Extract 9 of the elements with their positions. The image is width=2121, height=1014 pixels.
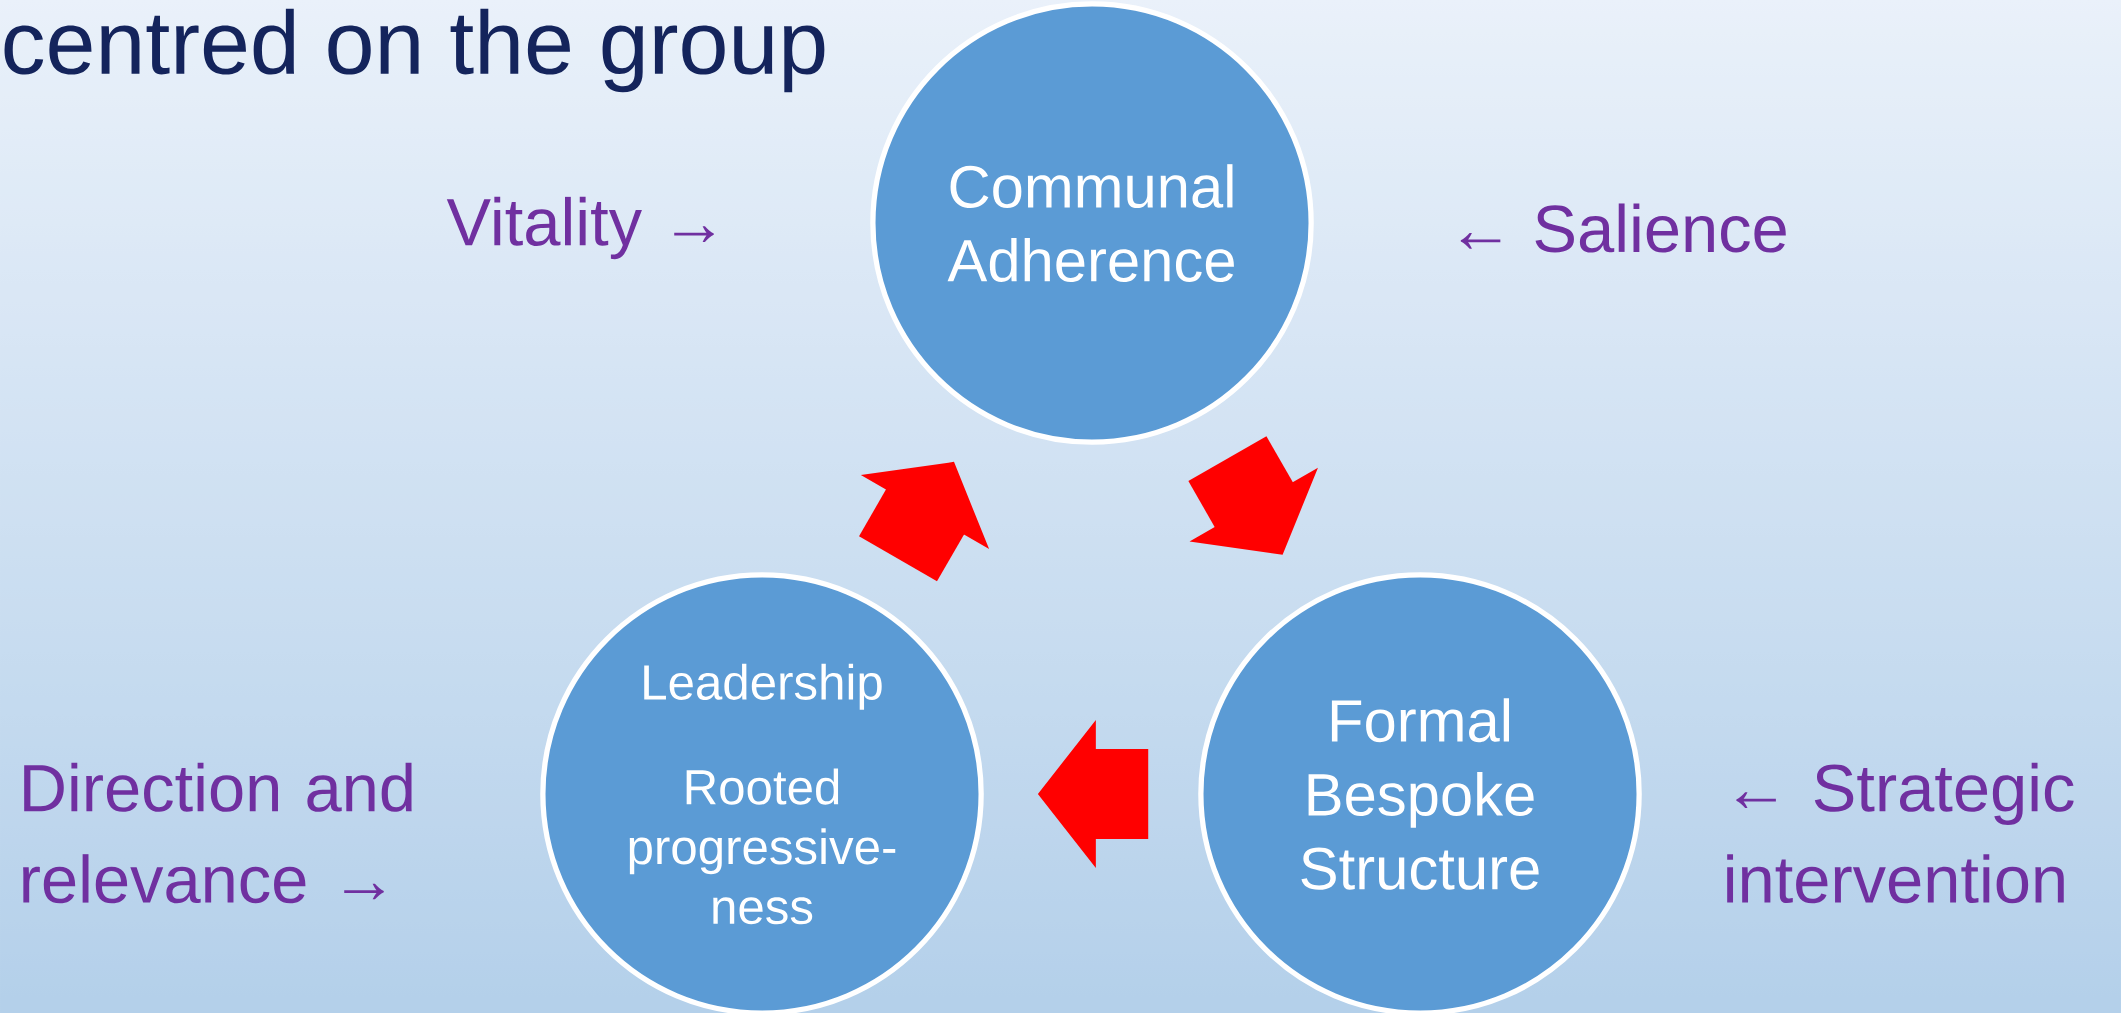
side-label: Vitality → xyxy=(446,196,714,260)
side-label: Direction and relevance → xyxy=(23,762,412,904)
side-label: ← Salience xyxy=(1460,203,1786,253)
block-arrow xyxy=(1188,436,1318,555)
side-label: ← Strategic intervention xyxy=(1727,762,2074,904)
circle-node: Formal Bespoke Structure xyxy=(1198,572,1642,1014)
title: centred on the group xyxy=(4,8,825,93)
circle-node: Leadership Rooted progressive- ness xyxy=(540,572,984,1014)
circle-node: Communal Adherence xyxy=(870,1,1314,445)
